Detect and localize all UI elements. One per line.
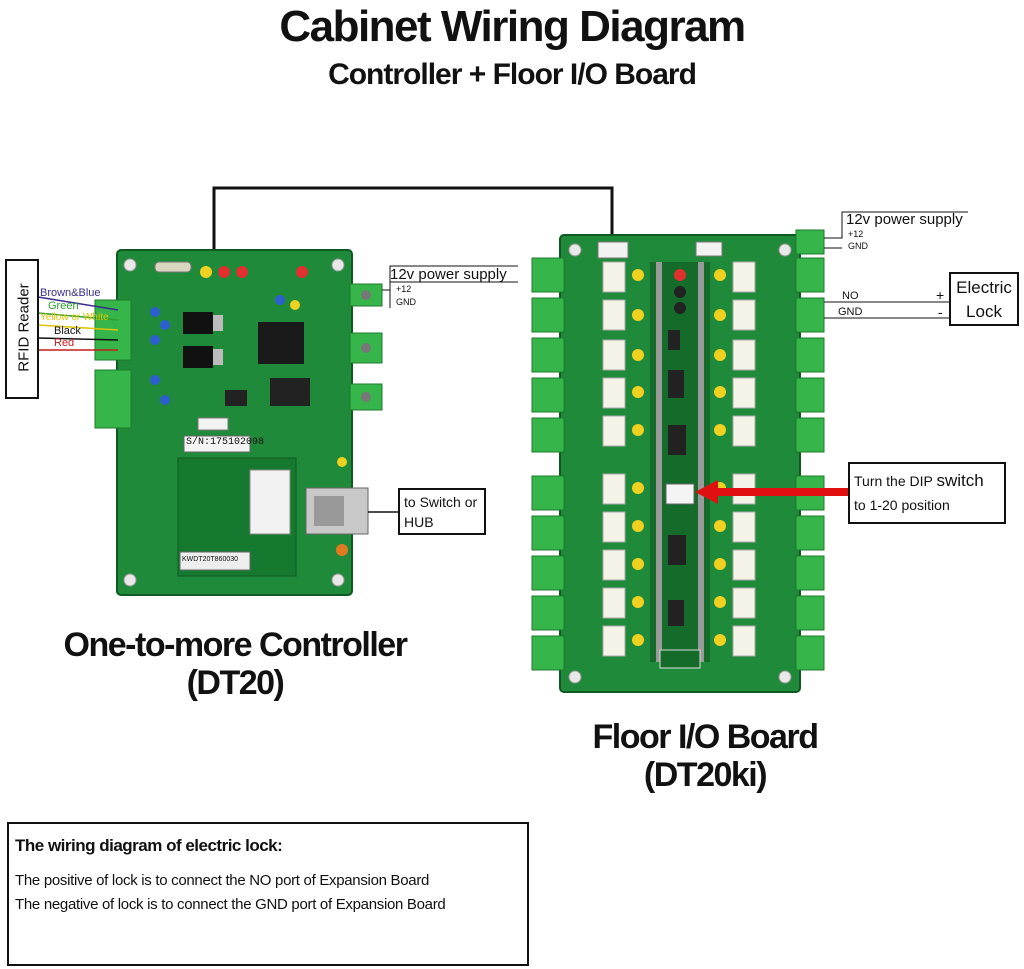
- io-board-model: (DT20ki): [643, 756, 768, 794]
- wire-label-black: Black: [54, 324, 81, 337]
- lock-minus-label: -: [938, 304, 943, 320]
- controller-board: [94, 249, 383, 596]
- note-heading: The wiring diagram of electric lock:: [15, 836, 283, 855]
- controller-power-plus: +12: [396, 284, 412, 294]
- wire-label-yellow: Yellow or White: [40, 312, 109, 323]
- dip-arrow: [695, 480, 848, 504]
- controller-power-lines: [382, 265, 518, 308]
- controller-model: (DT20): [186, 664, 285, 702]
- network-label-line1: to Switch or: [404, 494, 478, 510]
- io-board: [531, 229, 825, 693]
- wire-label-green: Green: [48, 299, 79, 312]
- io-power-gnd: GND: [848, 241, 868, 251]
- io-power-plus: +12: [848, 229, 864, 239]
- controller-name: One-to-more Controller: [63, 626, 408, 664]
- lock-gnd-label: GND: [838, 306, 863, 318]
- network-label-line2: HUB: [404, 514, 434, 530]
- page-title: Cabinet Wiring Diagram: [279, 2, 746, 51]
- rfid-reader-label: RFID Reader: [15, 283, 33, 372]
- io-board-name: Floor I/O Board: [592, 718, 819, 756]
- note-line1: The positive of lock is to connect the N…: [15, 872, 430, 889]
- note-box: The wiring diagram of electric lock: The…: [7, 822, 529, 966]
- electric-lock-line1: Electric: [956, 278, 1012, 297]
- rfid-wire-labels: Brown&Blue Green Yellow or White Black R…: [40, 287, 120, 350]
- io-power-label: 12v power supply: [846, 211, 963, 228]
- barcode-label: KWDT20T860030: [182, 556, 239, 563]
- electric-lock-line2: Lock: [966, 302, 1002, 321]
- rfid-wires: [37, 296, 119, 351]
- wire-label-brown-blue: Brown&Blue: [40, 287, 101, 299]
- right-relays: [732, 261, 756, 657]
- left-relays: [602, 261, 626, 657]
- network-box: to Switch or HUB: [398, 488, 486, 535]
- controller-power-label: 12v power supply: [390, 266, 507, 283]
- dip-note-line2: to 1-20 position: [854, 497, 950, 513]
- page-subtitle: Controller + Floor I/O Board: [328, 58, 697, 91]
- controller-power-gnd: GND: [396, 297, 416, 307]
- io-power-lines: [824, 211, 968, 249]
- lock-lines: [824, 301, 950, 319]
- dip-note-text-b: switch: [936, 471, 984, 490]
- lock-plus-label: +: [936, 287, 945, 303]
- dip-note-box: Turn the DIP switch to 1-20 position: [848, 462, 1006, 524]
- serial-label: S/N:175102098: [186, 437, 265, 448]
- electric-lock-box: Electric Lock: [949, 272, 1019, 326]
- right-terminals: [795, 229, 825, 671]
- note-line2: The negative of lock is to connect the G…: [15, 896, 446, 913]
- lock-no-label: NO: [842, 290, 859, 302]
- dip-note-text-a: Turn the DIP: [854, 473, 933, 489]
- left-terminals: [531, 257, 565, 671]
- rfid-reader-box: RFID Reader: [5, 259, 39, 399]
- wire-label-red: Red: [54, 337, 75, 349]
